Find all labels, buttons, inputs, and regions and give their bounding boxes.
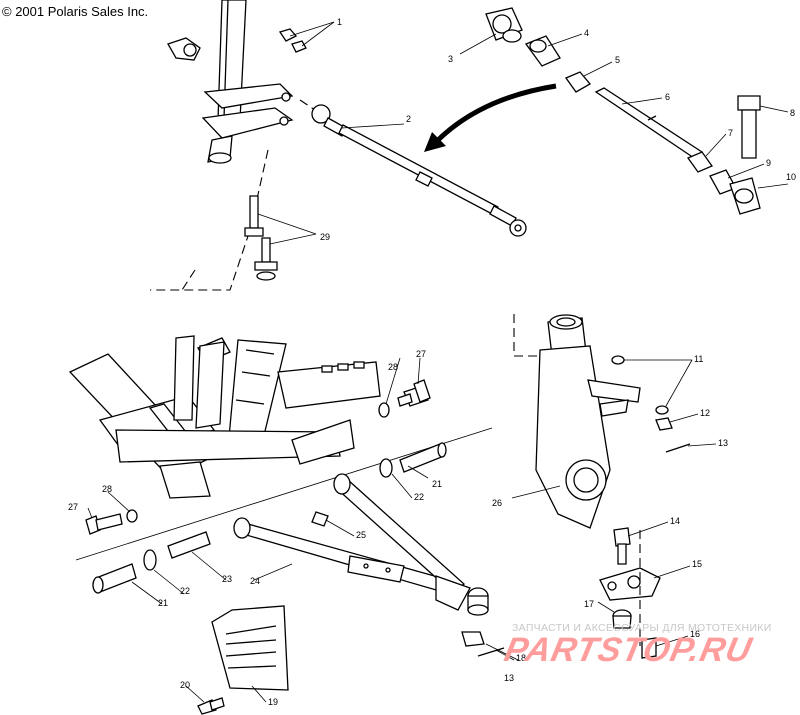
callout-12: 12: [700, 408, 710, 418]
callout-22-lower: 22: [180, 586, 190, 596]
callout-27-lower: 27: [68, 502, 78, 512]
callout-3: 3: [448, 54, 453, 64]
castle-nut-18[interactable]: [461, 631, 485, 647]
callout-5: 5: [615, 55, 620, 65]
assembly-arrow: [424, 83, 557, 152]
pivot-tube-23[interactable]: [167, 531, 211, 559]
bolt-20[interactable]: [197, 697, 225, 715]
guide-line: [75, 427, 493, 561]
castle-nut-12[interactable]: [655, 417, 673, 431]
bolt-29[interactable]: [244, 195, 278, 281]
callout-28-upper: 28: [388, 362, 398, 372]
callout-17: 17: [584, 599, 594, 609]
skid-guard[interactable]: [211, 605, 289, 691]
cotter-pin-13-bottom[interactable]: [477, 647, 505, 657]
steering-post[interactable]: [201, 0, 294, 164]
callout-21-upper: 21: [432, 479, 442, 489]
locknut-part-1[interactable]: [278, 28, 307, 53]
callout-25: 25: [356, 530, 366, 540]
jam-nut-5[interactable]: [565, 71, 591, 93]
connection-line: [181, 269, 196, 291]
adjuster-sleeve-6[interactable]: [594, 87, 704, 159]
copyright-text: © 2001 Polaris Sales Inc.: [2, 4, 149, 19]
bushing-22-lower[interactable]: [143, 549, 157, 571]
callout-28-lower: 28: [102, 484, 112, 494]
bolt-16[interactable]: [641, 637, 657, 659]
callout-29: 29: [320, 232, 330, 242]
callout-13-top: 13: [718, 438, 728, 448]
callout-21-lower: 21: [158, 598, 168, 608]
cotter-pin-13-top[interactable]: [665, 443, 691, 453]
grease-fitting-25[interactable]: [311, 511, 329, 527]
callout-14: 14: [670, 516, 680, 526]
callout-4: 4: [584, 28, 589, 38]
watermark-logo: PARTSTOP.RU: [501, 631, 756, 669]
a-arm[interactable]: [233, 473, 471, 611]
callout-13-bottom: 13: [504, 673, 514, 683]
nut-7[interactable]: [687, 151, 713, 173]
callout-16: 16: [690, 629, 700, 639]
callout-26: 26: [492, 498, 502, 508]
callout-1: 1: [337, 17, 342, 27]
callout-19: 19: [268, 697, 278, 707]
spindle[interactable]: [535, 314, 641, 529]
tie-rod-end-small[interactable]: [167, 37, 201, 61]
chassis-frame[interactable]: [68, 335, 381, 499]
bushing-22-upper[interactable]: [379, 458, 393, 478]
washer-11[interactable]: [611, 355, 669, 415]
callout-18: 18: [516, 653, 526, 663]
ball-joint-17[interactable]: [612, 609, 632, 629]
callout-2: 2: [406, 114, 411, 124]
bolt-27-lower[interactable]: [85, 513, 123, 535]
pivot-tube-21-upper[interactable]: [399, 442, 447, 473]
bolt-27-upper[interactable]: [397, 379, 431, 407]
rod-end-10[interactable]: [729, 177, 761, 215]
washer-28-upper[interactable]: [378, 402, 390, 418]
plate-15[interactable]: [599, 567, 661, 601]
tie-rod[interactable]: [311, 104, 527, 237]
bolt-14[interactable]: [613, 527, 631, 565]
ball-joint-4[interactable]: [524, 35, 561, 67]
callout-22-upper: 22: [414, 492, 424, 502]
watermark-subtitle: ЗАПЧАСТИ И АКСЕССУАРЫ ДЛЯ МОТОТЕХНИКИ: [512, 622, 772, 634]
callout-27-upper: 27: [416, 349, 426, 359]
ball-joint-18[interactable]: [467, 587, 489, 616]
callout-6: 6: [665, 92, 670, 102]
leader-lines: [87, 21, 789, 703]
tie-rod-end-3[interactable]: [485, 7, 523, 43]
callout-20: 20: [180, 680, 190, 690]
callout-9: 9: [766, 158, 771, 168]
callout-15: 15: [692, 559, 702, 569]
callout-10: 10: [786, 172, 796, 182]
bushing-21-lower[interactable]: [92, 563, 137, 594]
callout-24: 24: [250, 576, 260, 586]
callout-8: 8: [790, 108, 795, 118]
callout-labels: 1 2 3 4 5 6 7 8 9 10 11 12 13 14 15 16 1…: [68, 17, 796, 707]
callout-11: 11: [694, 354, 703, 364]
connection-line: [150, 149, 269, 291]
washer-28-lower[interactable]: [126, 509, 138, 523]
bolt-8[interactable]: [737, 95, 761, 159]
callout-7: 7: [728, 128, 733, 138]
callout-23: 23: [222, 574, 232, 584]
